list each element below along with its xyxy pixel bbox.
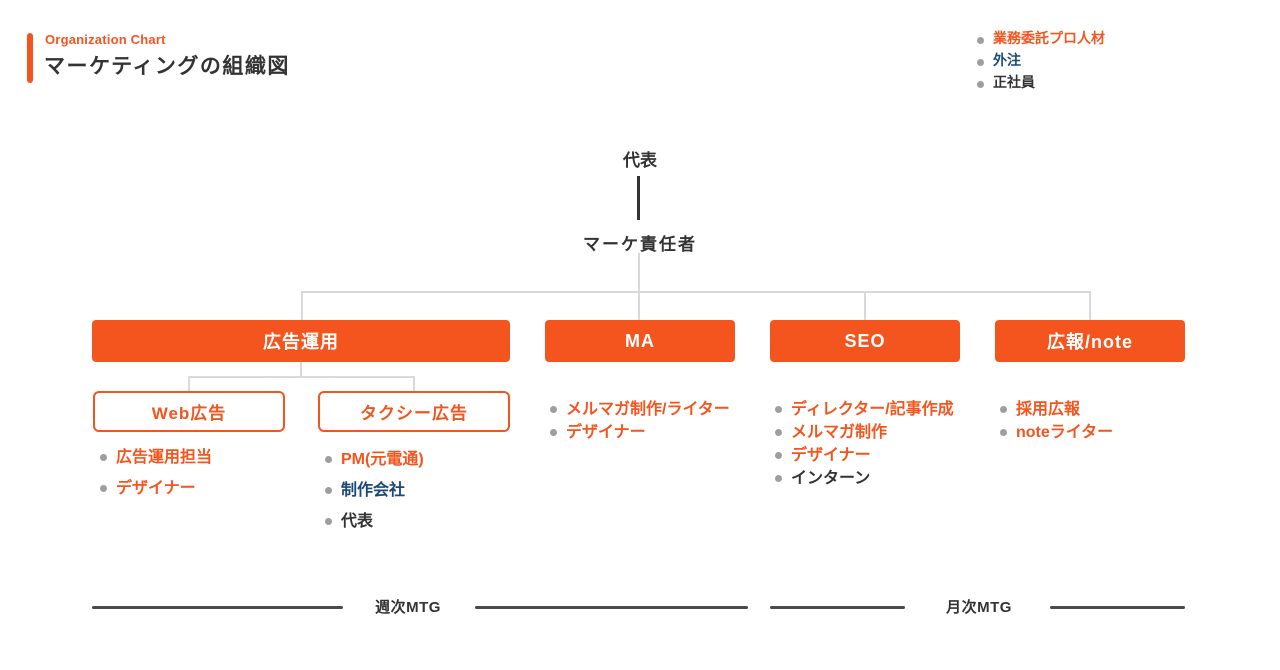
node-marketing-manager: マーケ責任者 xyxy=(583,235,697,254)
bullet-dot-icon xyxy=(325,487,332,494)
bullet-dot-icon xyxy=(977,37,984,44)
member-item: インターン xyxy=(775,468,957,489)
bullet-dot-icon xyxy=(100,485,107,492)
member-label: 広告運用担当 xyxy=(116,449,213,466)
member-label: メルマガ制作/ライター xyxy=(566,401,730,418)
member-list-taxi-ads: PM(元電通) 制作会社代表 xyxy=(325,449,505,532)
bullet-dot-icon xyxy=(550,406,557,413)
member-item: PM(元電通) xyxy=(325,449,505,470)
connector-drop-taxi-ads xyxy=(413,376,415,392)
member-item: メルマガ制作 xyxy=(775,422,957,443)
member-item: 正社員 xyxy=(977,75,1105,90)
member-item: 外注 xyxy=(977,53,1105,68)
member-label: メルマガ制作 xyxy=(791,424,888,441)
member-item: デザイナー xyxy=(775,445,957,466)
member-item: 広告運用担当 xyxy=(100,447,280,468)
member-item: デザイナー xyxy=(550,422,750,443)
member-label: 採用広報 xyxy=(1016,401,1081,418)
eyebrow-label: Organization Chart xyxy=(45,32,166,47)
connector-ads-horizontal xyxy=(188,376,415,378)
mtg-line-2 xyxy=(475,606,748,609)
bullet-dot-icon xyxy=(100,454,107,461)
member-list-seo: ディレクター/記事作成メルマガ制作デザイナーインターン xyxy=(775,399,957,489)
member-label: デザイナー xyxy=(566,424,646,441)
member-label: インターン xyxy=(791,470,871,487)
member-label: noteライター xyxy=(1016,424,1114,441)
member-label: 業務委託プロ人材 xyxy=(993,30,1105,46)
member-label: デザイナー xyxy=(116,480,196,497)
bullet-dot-icon xyxy=(775,452,782,459)
dept-box-pr-note: 広報/note xyxy=(995,320,1185,362)
mtg-line-1 xyxy=(92,606,343,609)
connector-drop-seo xyxy=(864,291,866,320)
member-label: 制作会社 xyxy=(341,482,406,499)
connector-main-horizontal xyxy=(301,291,1091,293)
connector-drop-ads xyxy=(301,291,303,320)
member-list-ma: メルマガ制作/ライターデザイナー xyxy=(550,399,750,443)
connector-root xyxy=(637,176,640,220)
member-label: PM(元電通) xyxy=(341,451,424,468)
bullet-dot-icon xyxy=(775,429,782,436)
member-item: 制作会社 xyxy=(325,480,505,501)
bullet-dot-icon xyxy=(977,59,984,66)
member-label: ディレクター/記事作成 xyxy=(791,401,954,418)
member-item: 代表 xyxy=(325,511,505,532)
member-list-web-ads: 広告運用担当デザイナー xyxy=(100,447,280,499)
dept-box-seo: SEO xyxy=(770,320,960,362)
mtg-line-3 xyxy=(770,606,905,609)
member-item: 採用広報 xyxy=(1000,399,1185,420)
member-item: noteライター xyxy=(1000,422,1185,443)
legend: 業務委託プロ人材外注正社員 xyxy=(977,31,1105,90)
sub-box-taxi-ads: タクシー広告 xyxy=(318,391,510,432)
member-list-pr-note: 採用広報 noteライター xyxy=(1000,399,1185,443)
bullet-dot-icon xyxy=(1000,429,1007,436)
member-label: デザイナー xyxy=(791,447,871,464)
connector-ads-down xyxy=(300,362,302,377)
member-label: 外注 xyxy=(993,52,1021,68)
monthly-mtg-label: 月次MTG xyxy=(946,599,1012,616)
bullet-dot-icon xyxy=(775,475,782,482)
page-title: マーケティングの組織図 xyxy=(44,55,290,78)
connector-drop-pr xyxy=(1089,291,1091,320)
bullet-dot-icon xyxy=(325,518,332,525)
member-item: メルマガ制作/ライター xyxy=(550,399,750,420)
member-item: ディレクター/記事作成 xyxy=(775,399,957,420)
weekly-mtg-label: 週次MTG xyxy=(375,599,441,616)
connector-manager-down xyxy=(638,253,640,320)
bullet-dot-icon xyxy=(325,456,332,463)
mtg-line-4 xyxy=(1050,606,1185,609)
dept-box-ads: 広告運用 xyxy=(92,320,510,362)
bullet-dot-icon xyxy=(977,81,984,88)
bullet-dot-icon xyxy=(1000,406,1007,413)
member-item: 業務委託プロ人材 xyxy=(977,31,1105,46)
member-label: 正社員 xyxy=(993,74,1035,90)
sub-box-web-ads: Web広告 xyxy=(93,391,285,432)
node-ceo: 代表 xyxy=(623,151,657,170)
connector-drop-web-ads xyxy=(188,376,190,392)
member-item: デザイナー xyxy=(100,478,280,499)
accent-bar xyxy=(27,33,33,83)
bullet-dot-icon xyxy=(775,406,782,413)
bullet-dot-icon xyxy=(550,429,557,436)
member-label: 代表 xyxy=(341,513,374,530)
dept-box-ma: MA xyxy=(545,320,735,362)
